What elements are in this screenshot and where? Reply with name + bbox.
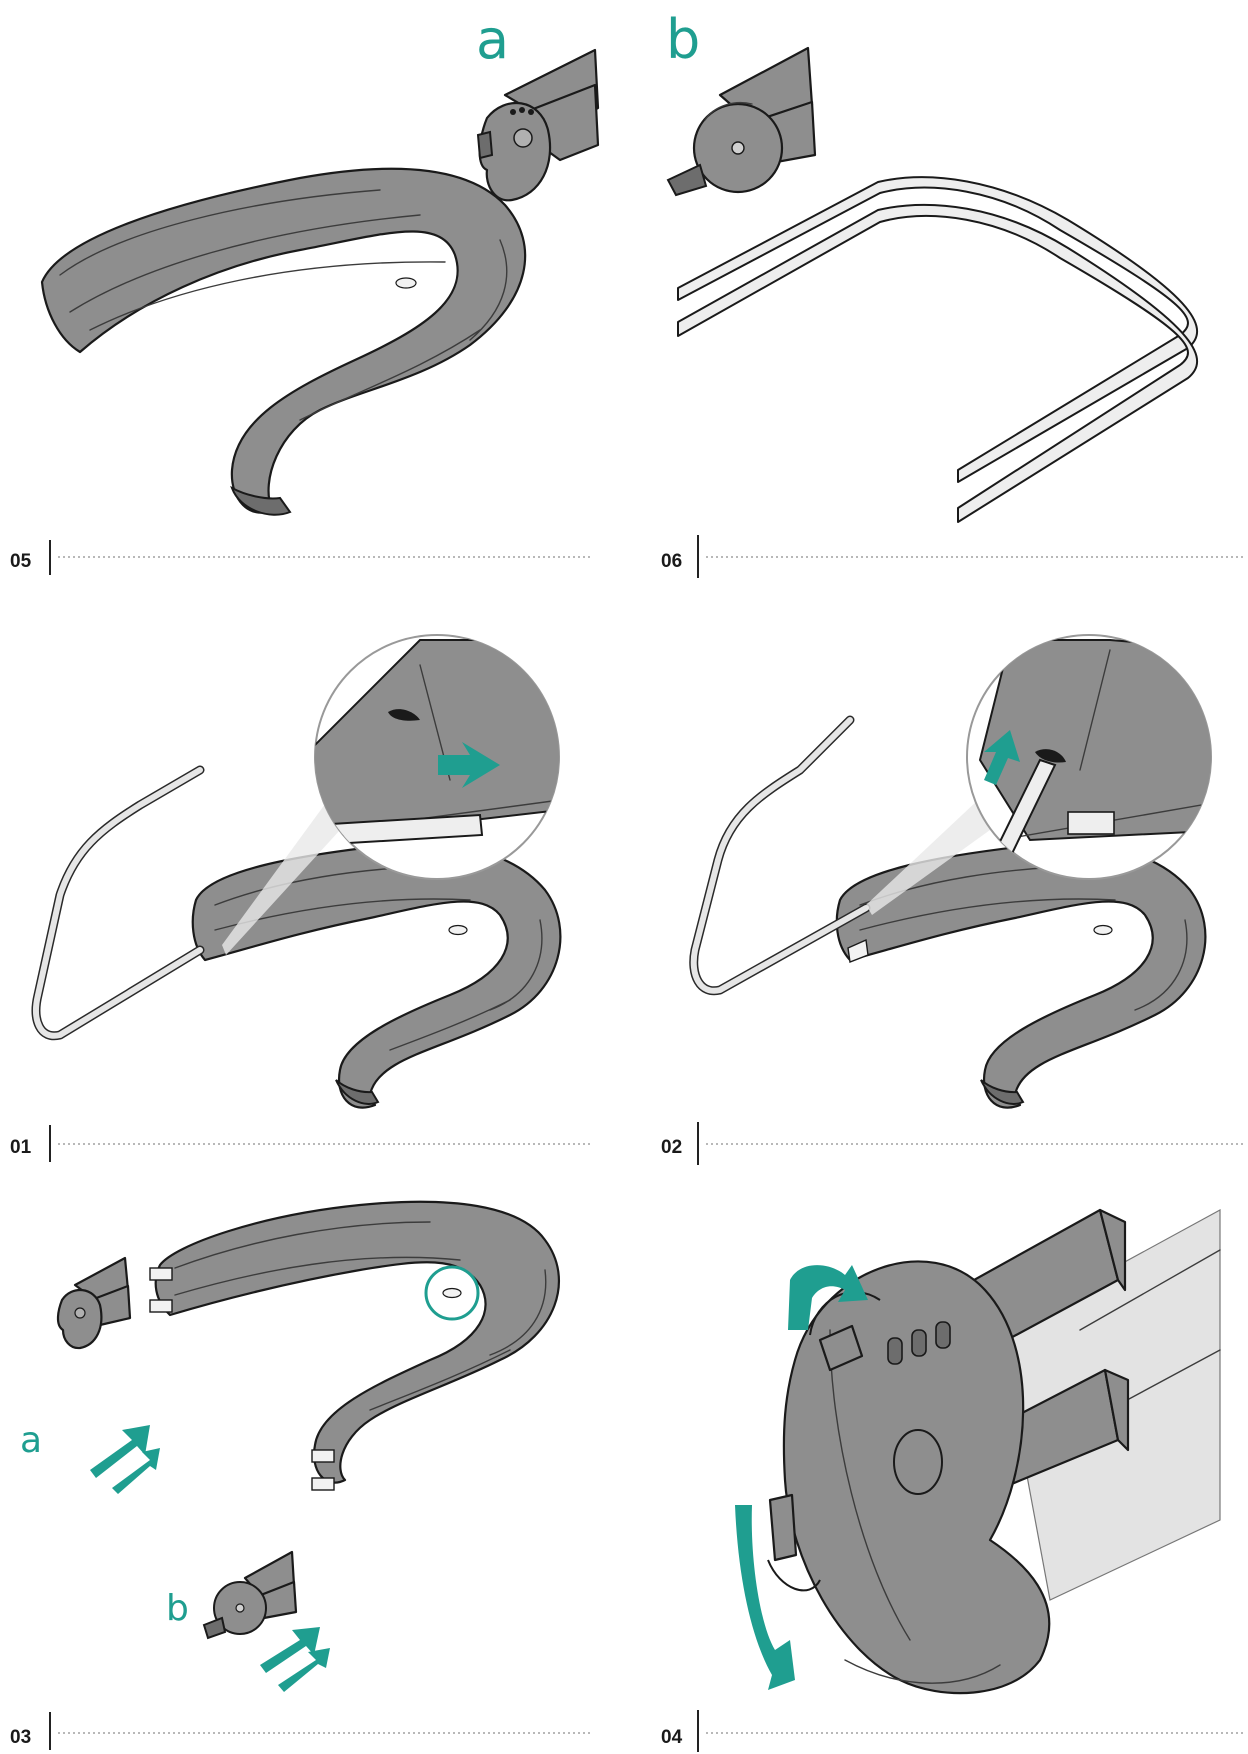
panel-label-03: 03 bbox=[10, 1727, 31, 1748]
neckband-body-small bbox=[193, 844, 561, 1108]
double-arrow-b-icon bbox=[260, 1627, 330, 1692]
clip-part-b-small bbox=[204, 1552, 296, 1638]
panel-label-01: 01 bbox=[10, 1137, 32, 1158]
steel-strip-single-2 bbox=[694, 720, 866, 991]
steel-strip-upper bbox=[678, 177, 1197, 482]
magnifier-01 bbox=[300, 635, 560, 879]
neckband-body-3 bbox=[150, 1202, 559, 1490]
panel-03-illustration: a b bbox=[20, 1202, 559, 1692]
panel-04-illustration bbox=[735, 1210, 1220, 1693]
panel-05-illustration bbox=[42, 169, 525, 515]
clip-part-a-small bbox=[58, 1258, 130, 1348]
panel-label-06: 06 bbox=[661, 551, 682, 572]
panel-01-illustration bbox=[36, 635, 560, 1108]
label-row-middle: 01 02 bbox=[10, 1122, 1244, 1165]
steel-strip-single bbox=[36, 770, 200, 1036]
panel-06-illustration bbox=[678, 177, 1197, 522]
magnifier-02 bbox=[967, 635, 1230, 879]
neckband-body bbox=[42, 169, 525, 515]
panel-label-02: 02 bbox=[661, 1137, 682, 1158]
tag-a-top: a bbox=[476, 8, 509, 71]
tag-a-step3: a bbox=[20, 1420, 42, 1461]
tag-b-step3: b bbox=[166, 1588, 189, 1629]
panel-02-illustration bbox=[694, 635, 1230, 1108]
double-arrow-a-icon bbox=[90, 1425, 160, 1494]
clip-part-a bbox=[478, 50, 598, 200]
tag-b-top: b bbox=[666, 8, 700, 71]
label-row-top: 05 06 bbox=[10, 535, 1244, 578]
panel-label-04: 04 bbox=[661, 1727, 683, 1748]
panel-label-05: 05 bbox=[10, 551, 32, 572]
label-row-bottom: 03 04 bbox=[10, 1710, 1244, 1752]
